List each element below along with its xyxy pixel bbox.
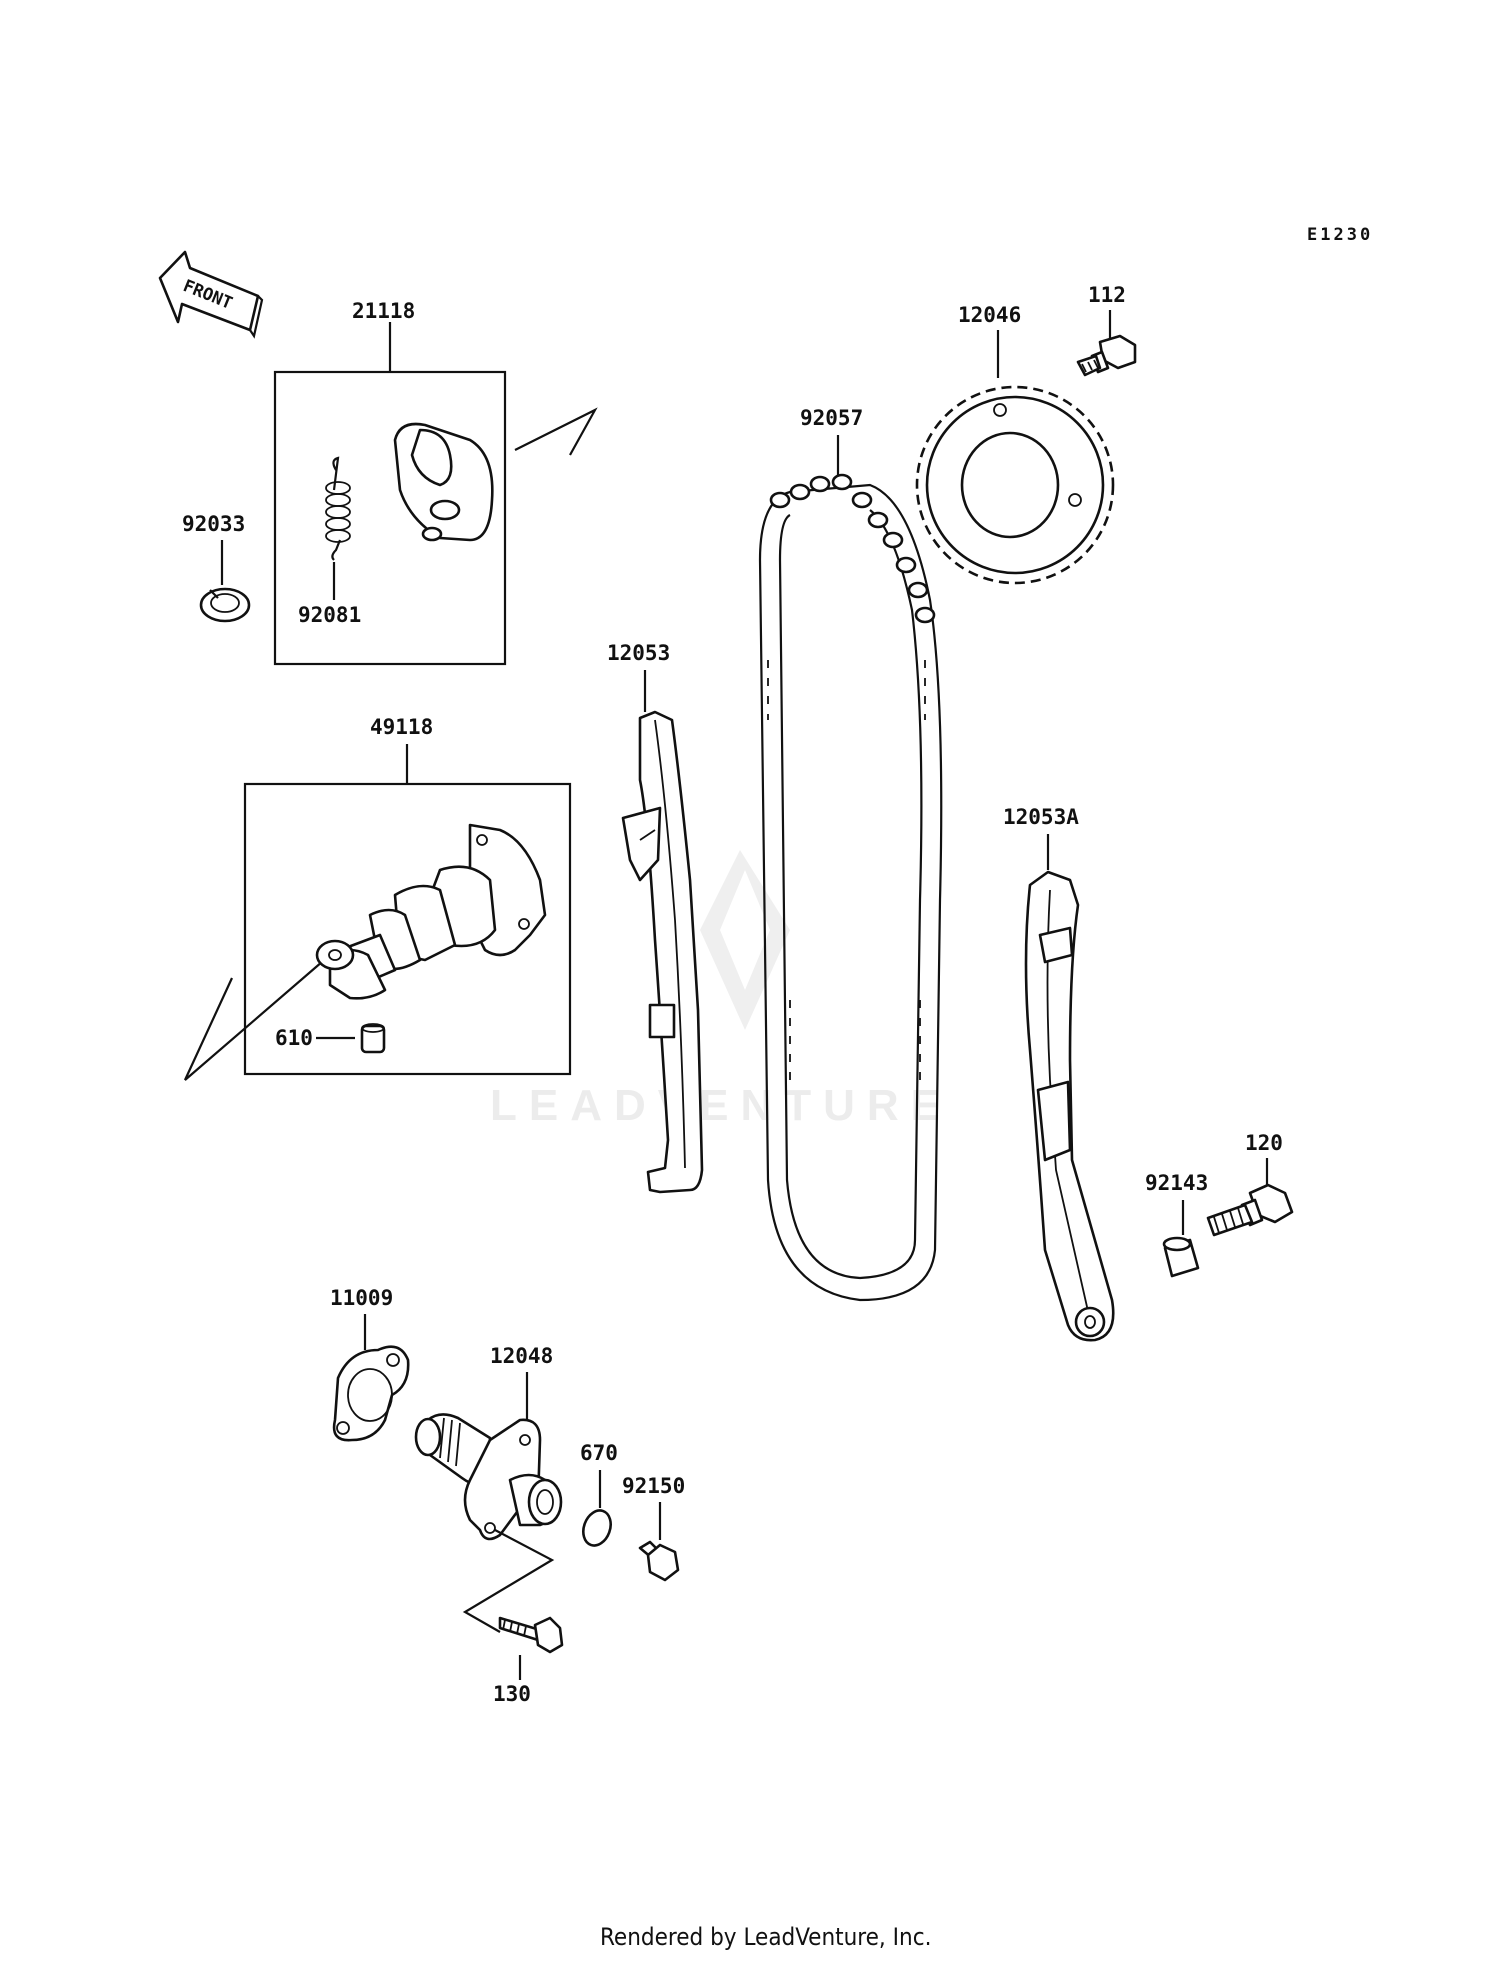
watermark-text: LEADVENTURE bbox=[490, 1081, 952, 1130]
label-92033: 92033 bbox=[182, 512, 245, 536]
part-11009-gasket: 11009 bbox=[330, 1286, 410, 1442]
spring-92081 bbox=[325, 456, 351, 561]
part-49118-camshaft-assembly: 49118 610 bbox=[184, 715, 572, 1081]
label-12046: 12046 bbox=[958, 303, 1021, 327]
part-670-o-ring: 670 bbox=[580, 1441, 618, 1547]
label-130: 130 bbox=[493, 1682, 531, 1706]
label-92057: 92057 bbox=[800, 406, 863, 430]
label-92150: 92150 bbox=[622, 1474, 685, 1498]
label-92143: 92143 bbox=[1145, 1171, 1208, 1195]
label-21118: 21118 bbox=[352, 299, 415, 323]
part-12046-cam-sprocket: 12046 bbox=[915, 303, 1115, 585]
footer-credit: Rendered by LeadVenture, Inc. bbox=[600, 1923, 931, 1951]
part-120-bolt: 120 bbox=[1206, 1131, 1294, 1237]
part-12053-chain-guide: 12053 bbox=[607, 641, 704, 1194]
part-21118-cam-weight-assembly: 21118 92081 bbox=[273, 299, 598, 666]
label-610: 610 bbox=[275, 1026, 313, 1050]
part-130-bolt: 130 bbox=[493, 1616, 564, 1706]
part-92143-collar: 92143 bbox=[1145, 1171, 1208, 1278]
part-12048-cam-chain-tensioner: 12048 bbox=[414, 1344, 563, 1633]
leadventure-watermark: LEADVENTURE bbox=[490, 850, 952, 1130]
part-92057-cam-chain: 92057 bbox=[758, 406, 943, 1302]
part-92150-bolt: 92150 bbox=[622, 1474, 685, 1582]
label-670: 670 bbox=[580, 1441, 618, 1465]
label-12053: 12053 bbox=[607, 641, 670, 665]
part-12053A-tensioner-guide: 12053A bbox=[1003, 805, 1115, 1342]
label-12048: 12048 bbox=[490, 1344, 553, 1368]
label-92081: 92081 bbox=[298, 603, 361, 627]
label-49118: 49118 bbox=[370, 715, 433, 739]
label-120: 120 bbox=[1245, 1131, 1283, 1155]
label-112: 112 bbox=[1088, 283, 1126, 307]
part-92033-circlip: 92033 bbox=[182, 512, 251, 623]
label-12053A: 12053A bbox=[1003, 805, 1079, 829]
part-112-bolt: 112 bbox=[1076, 283, 1137, 377]
chain-links bbox=[769, 473, 936, 624]
diagram-reference-code: E1230 bbox=[1307, 225, 1373, 245]
front-direction-arrow: FRONT bbox=[158, 250, 264, 339]
label-11009: 11009 bbox=[330, 1286, 393, 1310]
